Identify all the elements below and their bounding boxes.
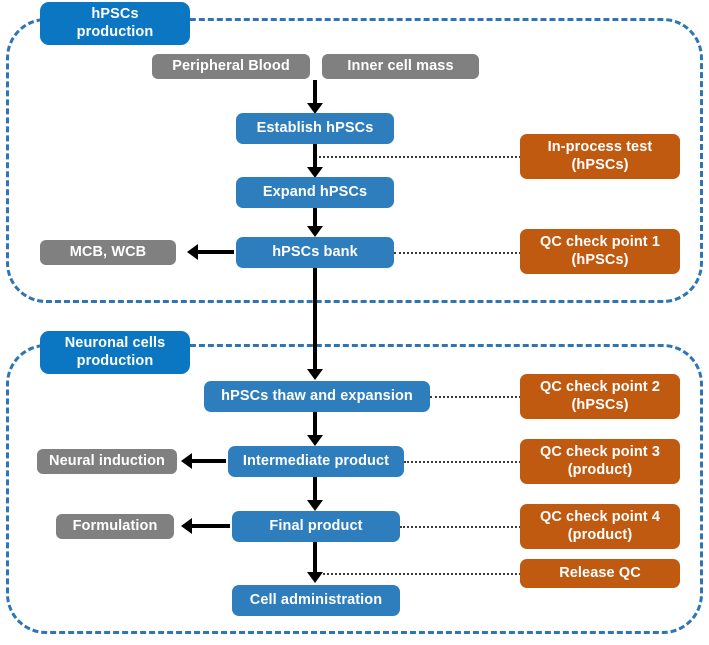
arrow-inner-cell-mass-to-establish bbox=[313, 80, 317, 105]
node-intermediate-product[interactable]: Intermediate product bbox=[228, 446, 404, 477]
node-label: Intermediate product bbox=[242, 452, 390, 469]
node-establish-hpscs[interactable]: Establish hPSCs bbox=[236, 113, 394, 144]
arrow-final-to-cell-administration bbox=[313, 542, 317, 574]
dotted-connector-qc-check-point-1 bbox=[394, 252, 521, 254]
arrow-head-down bbox=[307, 435, 323, 446]
node-neural-induction[interactable]: Neural induction bbox=[37, 449, 177, 474]
phase-label-line1: hPSCs bbox=[91, 6, 139, 23]
node-qc-check-point-4[interactable]: QC check point 4 (product) bbox=[520, 504, 680, 549]
dotted-connector-in-process-test bbox=[315, 156, 521, 158]
arrow-establish-to-expand bbox=[313, 144, 317, 169]
node-release-qc[interactable]: Release QC bbox=[520, 559, 680, 588]
node-hpscs-bank[interactable]: hPSCs bank bbox=[236, 237, 394, 268]
arrow-head-left bbox=[181, 518, 192, 534]
dotted-connector-release-qc bbox=[315, 573, 521, 575]
arrow-head-down bbox=[307, 572, 323, 583]
node-cell-administration[interactable]: Cell administration bbox=[232, 585, 400, 616]
arrow-head-left bbox=[187, 244, 198, 260]
arrow-expand-to-bank bbox=[313, 208, 317, 228]
node-label-line2: (hPSCs) bbox=[571, 396, 629, 413]
node-label-line1: In-process test bbox=[547, 139, 653, 156]
node-qc-check-point-1[interactable]: QC check point 1 (hPSCs) bbox=[520, 229, 680, 274]
node-label: Final product bbox=[269, 517, 363, 534]
node-label-line1: Release QC bbox=[559, 564, 641, 581]
arrow-head-down bbox=[307, 167, 323, 178]
phase-container-hpscs-production bbox=[6, 18, 703, 303]
node-label: hPSCs thaw and expansion bbox=[221, 387, 413, 404]
arrow-head-left bbox=[181, 453, 192, 469]
node-label: Inner cell mass bbox=[347, 57, 454, 74]
node-hpscs-thaw-and-expansion[interactable]: hPSCs thaw and expansion bbox=[204, 381, 430, 412]
dotted-connector-qc-check-point-3 bbox=[404, 461, 521, 463]
phase-label-line2: production bbox=[76, 352, 154, 369]
node-label: Cell administration bbox=[249, 591, 383, 608]
phase-label-line2: production bbox=[76, 23, 154, 40]
dotted-connector-qc-check-point-2 bbox=[430, 396, 521, 398]
node-label: Formulation bbox=[72, 517, 158, 534]
node-label-line1: QC check point 1 bbox=[539, 234, 661, 251]
node-inner-cell-mass[interactable]: Inner cell mass bbox=[322, 54, 479, 79]
node-label-line2: (product) bbox=[567, 461, 633, 478]
dotted-connector-qc-check-point-4 bbox=[400, 526, 521, 528]
node-qc-check-point-2[interactable]: QC check point 2 (hPSCs) bbox=[520, 374, 680, 419]
node-label-line1: QC check point 3 bbox=[539, 444, 661, 461]
node-peripheral-blood[interactable]: Peripheral Blood bbox=[152, 54, 310, 79]
node-qc-check-point-3[interactable]: QC check point 3 (product) bbox=[520, 439, 680, 484]
node-in-process-test[interactable]: In-process test (hPSCs) bbox=[520, 134, 680, 179]
node-label: Peripheral Blood bbox=[172, 57, 290, 74]
phase-label-neuronal-cells-production[interactable]: Neuronal cells production bbox=[40, 331, 190, 374]
node-mcb-wcb[interactable]: MCB, WCB bbox=[40, 240, 176, 265]
arrow-head-down bbox=[307, 500, 323, 511]
node-label: Establish hPSCs bbox=[256, 119, 374, 136]
arrow-thaw-to-intermediate bbox=[313, 412, 317, 437]
node-final-product[interactable]: Final product bbox=[232, 511, 400, 542]
arrow-intermediate-to-final bbox=[313, 477, 317, 502]
arrow-final-to-formulation bbox=[192, 524, 230, 528]
phase-container-neuronal-cells-production bbox=[6, 344, 703, 634]
arrow-bank-to-thaw bbox=[313, 268, 317, 371]
node-label: Neural induction bbox=[49, 452, 165, 469]
node-label: MCB, WCB bbox=[69, 243, 147, 260]
arrow-head-down bbox=[307, 226, 323, 237]
node-expand-hpscs[interactable]: Expand hPSCs bbox=[236, 177, 394, 208]
node-label-line1: QC check point 2 bbox=[539, 379, 661, 396]
node-label-line2: (hPSCs) bbox=[571, 251, 629, 268]
node-label: hPSCs bank bbox=[272, 243, 358, 260]
arrow-bank-to-mcb-wcb bbox=[198, 250, 234, 254]
node-label-line2: (hPSCs) bbox=[571, 156, 629, 173]
phase-label-hpscs-production[interactable]: hPSCs production bbox=[40, 2, 190, 45]
node-label-line1: QC check point 4 bbox=[539, 509, 661, 526]
node-label: Expand hPSCs bbox=[262, 183, 368, 200]
arrow-intermediate-to-neural-induction bbox=[192, 459, 226, 463]
phase-label-line1: Neuronal cells bbox=[64, 335, 166, 352]
node-label-line2: (product) bbox=[567, 526, 633, 543]
arrow-head-down bbox=[307, 369, 323, 380]
arrow-head-down bbox=[307, 103, 323, 114]
node-formulation[interactable]: Formulation bbox=[56, 514, 174, 539]
